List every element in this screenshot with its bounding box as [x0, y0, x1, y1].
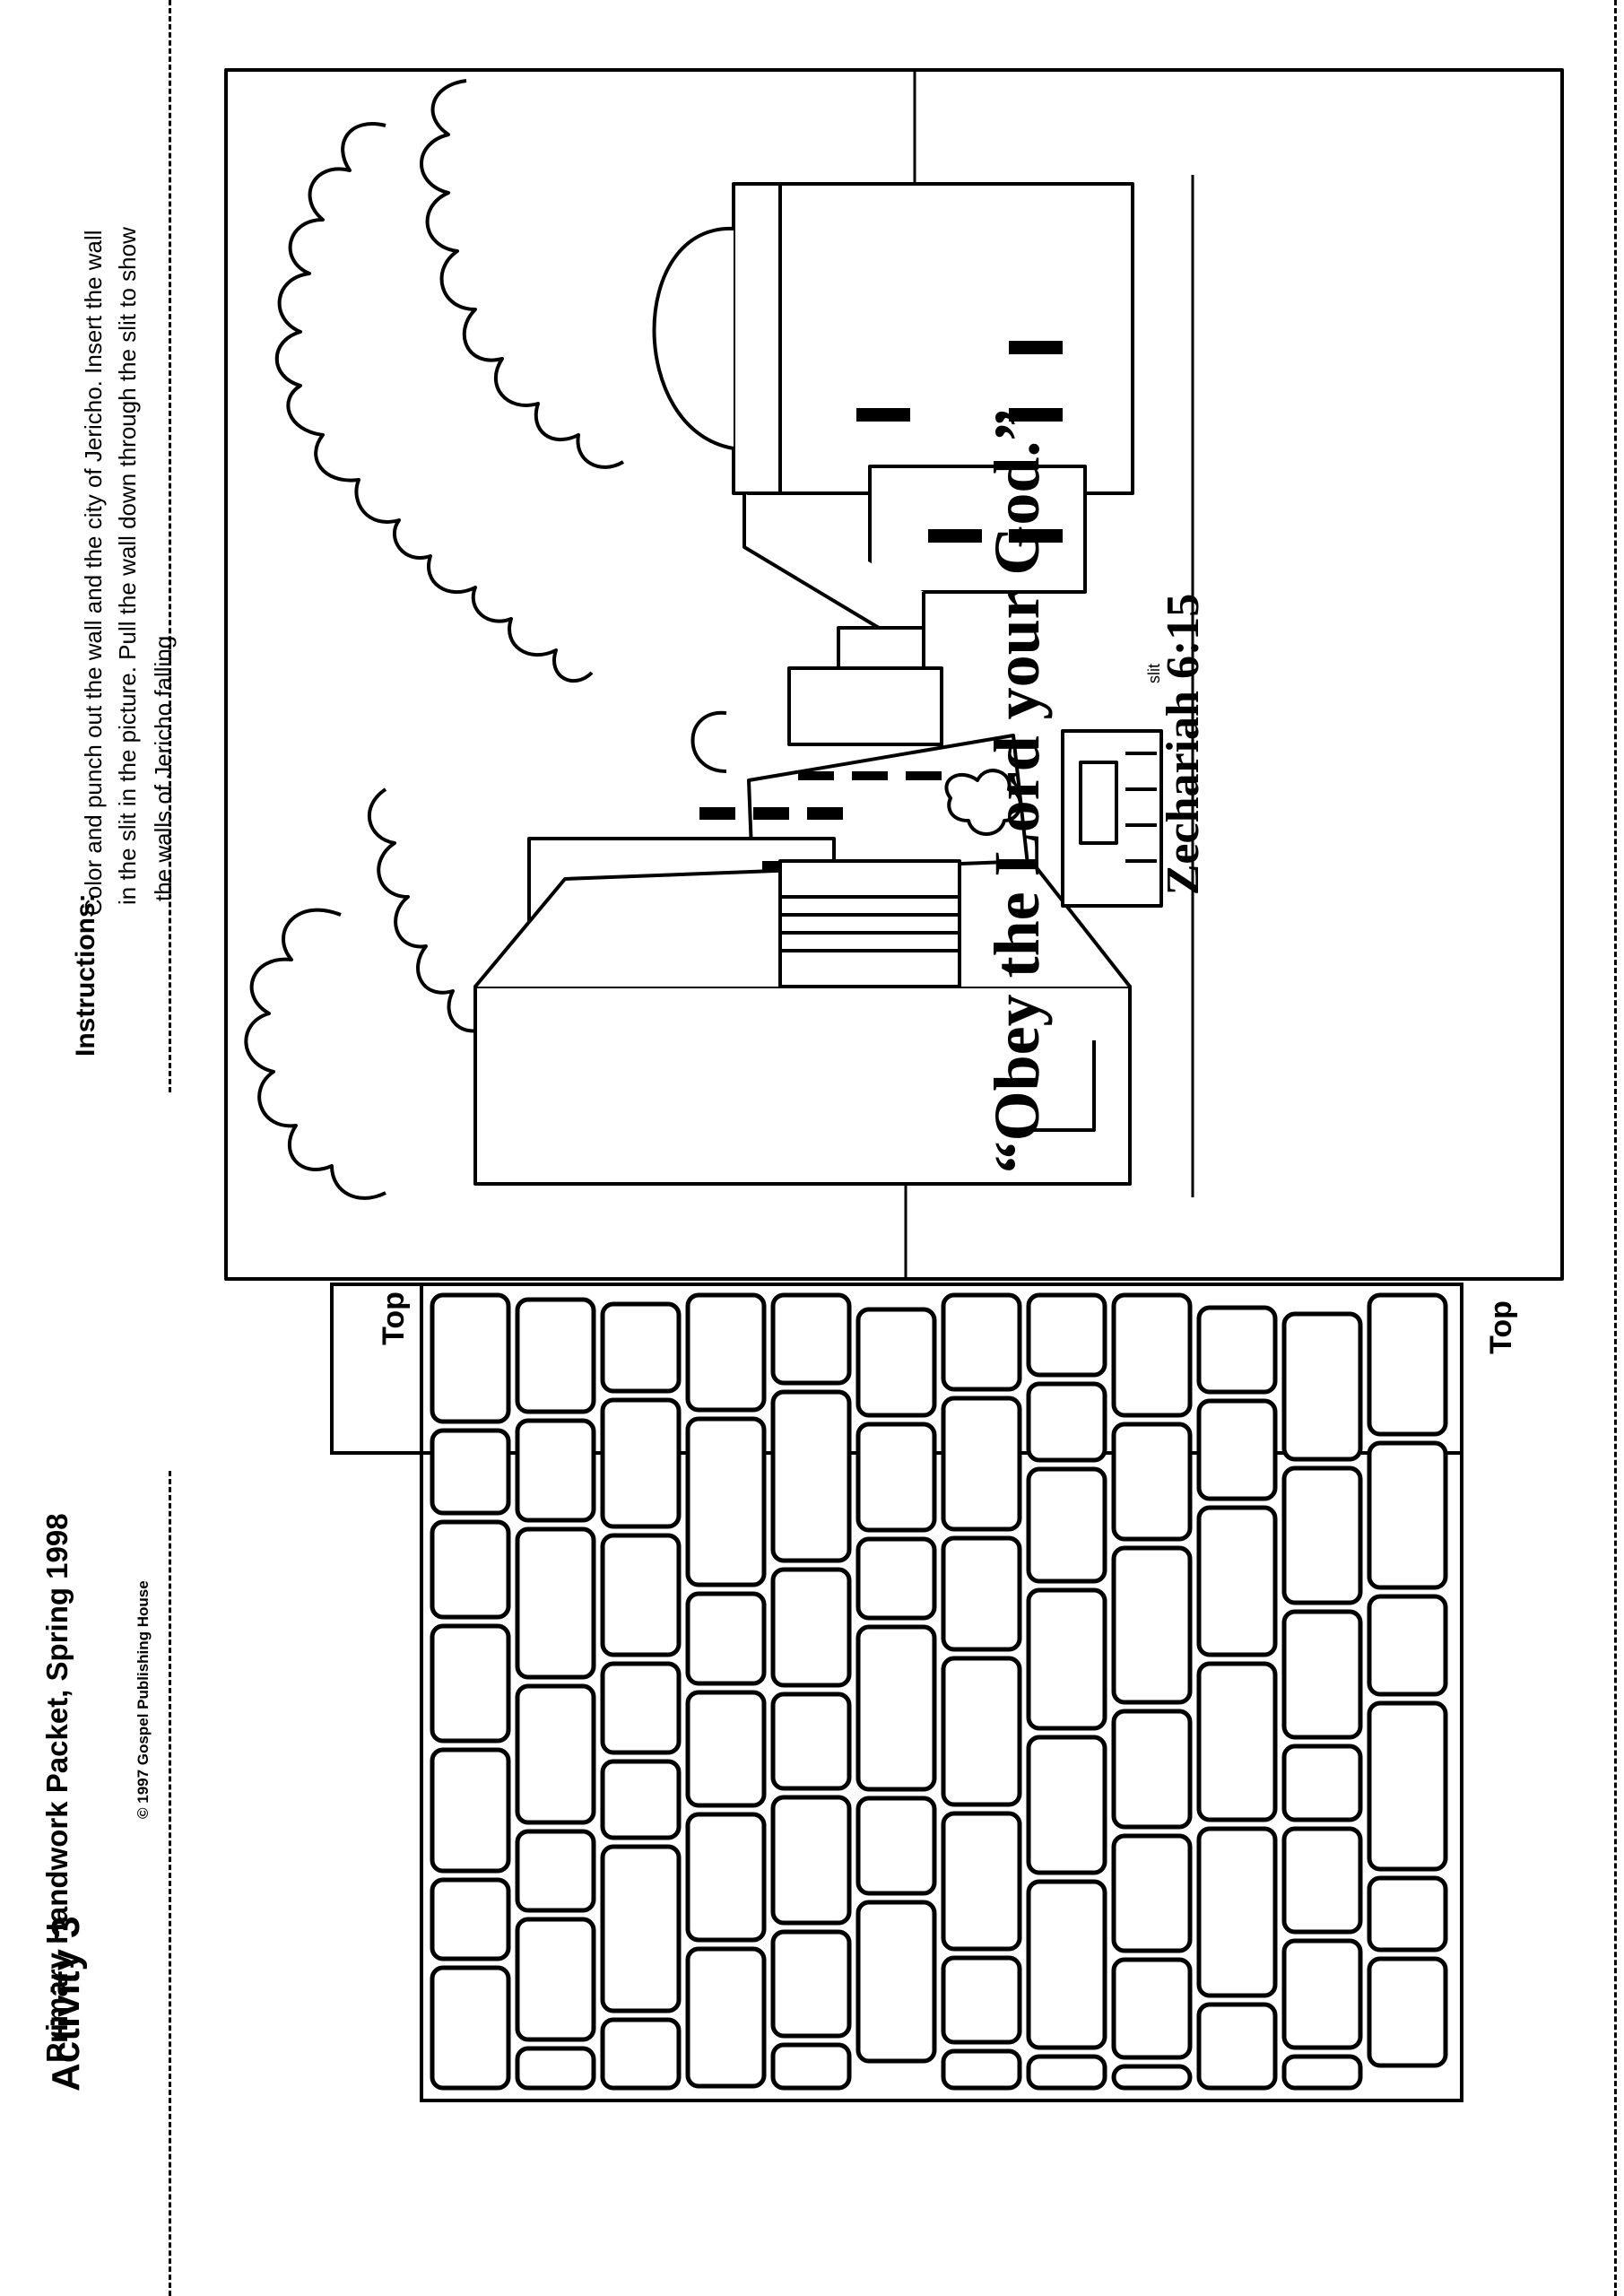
wall-stone	[1196, 1505, 1278, 1657]
wall-stone	[430, 1877, 511, 1961]
wall-stone	[1281, 1609, 1363, 1740]
wall-stone	[855, 1536, 937, 1621]
wall-stone	[855, 1307, 937, 1418]
wall-stone	[600, 1759, 682, 1840]
wall-stone	[1111, 1833, 1193, 1953]
wall-stone	[1367, 1956, 1448, 2068]
wall-stone	[430, 1747, 511, 1874]
wall-top-label-left: Top	[377, 1292, 411, 1345]
wall-stone	[685, 1292, 767, 1413]
cloud-2	[420, 79, 625, 469]
picture-frame	[224, 68, 1564, 1281]
wall-stone	[855, 1422, 937, 1533]
wall-stone	[1367, 1700, 1448, 1872]
wall-stones	[430, 1292, 1448, 2091]
wall-stone	[855, 1900, 937, 2064]
wall-stone	[515, 1418, 596, 1523]
wall-stone	[515, 1297, 596, 1414]
wall-stone	[1111, 1545, 1193, 1705]
wall-stone	[600, 2017, 682, 2091]
wall-stone	[941, 1396, 1022, 1532]
wall-stone	[941, 1811, 1022, 1952]
wall-stone	[515, 1683, 596, 1825]
wall-stone	[430, 1428, 511, 1516]
wall-stone	[685, 1591, 767, 1686]
wall-stone	[1026, 2054, 1107, 2091]
wall-stone	[770, 1692, 852, 1791]
wall-stone	[941, 1955, 1022, 2045]
wall-stone	[600, 1533, 682, 1657]
wall-stone	[685, 1946, 767, 2089]
wall-stone	[1111, 2064, 1193, 2091]
wall-stone	[941, 1292, 1022, 1392]
wall-stone	[1367, 1292, 1448, 1437]
wall-stone	[430, 1292, 511, 1424]
wall-stone	[685, 1416, 767, 1587]
wall-stone	[1196, 1398, 1278, 1501]
cloud-4	[244, 908, 386, 1200]
wall-stone	[600, 1397, 682, 1529]
wall-stone	[1111, 1422, 1193, 1542]
cut-line-right	[1614, 0, 1617, 2296]
wall-stone	[685, 1812, 767, 1943]
wall-stone	[1196, 2002, 1278, 2091]
wall-stone	[430, 1623, 511, 1744]
wall-stone	[600, 1844, 682, 2013]
wall-stone	[1196, 1826, 1278, 1998]
wall-stone	[1026, 1466, 1107, 1584]
wall-stone	[770, 1795, 852, 1926]
wall-outline	[420, 1283, 1463, 2102]
wall-stone	[600, 1661, 682, 1755]
instructions-divider	[169, 0, 171, 1092]
tower-dome	[652, 226, 734, 450]
wall-stone	[1026, 1735, 1107, 1875]
wall-stone	[515, 1526, 596, 1680]
wall-stone	[515, 1829, 596, 1913]
wall-stone	[770, 1567, 852, 1688]
wall-stone	[430, 1965, 511, 2091]
wall-stone	[515, 2046, 596, 2091]
wall-stone	[1026, 1587, 1107, 1731]
wall-stone	[1281, 1826, 1363, 1935]
wall-stone	[1026, 1879, 1107, 2050]
wall-stone	[770, 1389, 852, 1563]
wall-stone	[600, 1301, 682, 1394]
middle-tower	[787, 666, 943, 746]
cloud-1	[274, 122, 594, 683]
wall-stone	[1111, 1292, 1193, 1418]
wall-stone	[430, 1519, 511, 1620]
cloud-3	[368, 787, 490, 1033]
wall-stone	[1281, 1465, 1363, 1605]
wall-stone	[1367, 1440, 1448, 1590]
wall-top-label-right: Top	[1484, 1300, 1518, 1354]
wall-stone	[1196, 1661, 1278, 1822]
wall-stone	[855, 1624, 937, 1792]
wall-stone	[1026, 1292, 1107, 1378]
wall-stone	[1281, 2054, 1363, 2091]
wall-stone	[941, 1535, 1022, 1652]
wall-stone	[515, 1917, 596, 2042]
wall-stone	[1281, 1744, 1363, 1822]
wall-stone	[1196, 1305, 1278, 1395]
wall-stone	[941, 1656, 1022, 1807]
wall-stone	[1111, 1709, 1193, 1830]
wall-stone	[1281, 1311, 1363, 1462]
wall-stone	[941, 2048, 1022, 2091]
wall-stone	[685, 1690, 767, 1808]
wall-stone	[1281, 1938, 1363, 2050]
wall-stone	[855, 1796, 937, 1896]
wall-stone	[1026, 1381, 1107, 1463]
wall-stone	[770, 1929, 852, 2039]
wall-stone	[1367, 1594, 1448, 1697]
wall-stone	[770, 2042, 852, 2091]
wall-stone	[770, 1292, 852, 1386]
header-divider	[169, 1471, 171, 2296]
wall-stone	[1111, 1957, 1193, 2060]
wall-stone	[1367, 1875, 1448, 1952]
